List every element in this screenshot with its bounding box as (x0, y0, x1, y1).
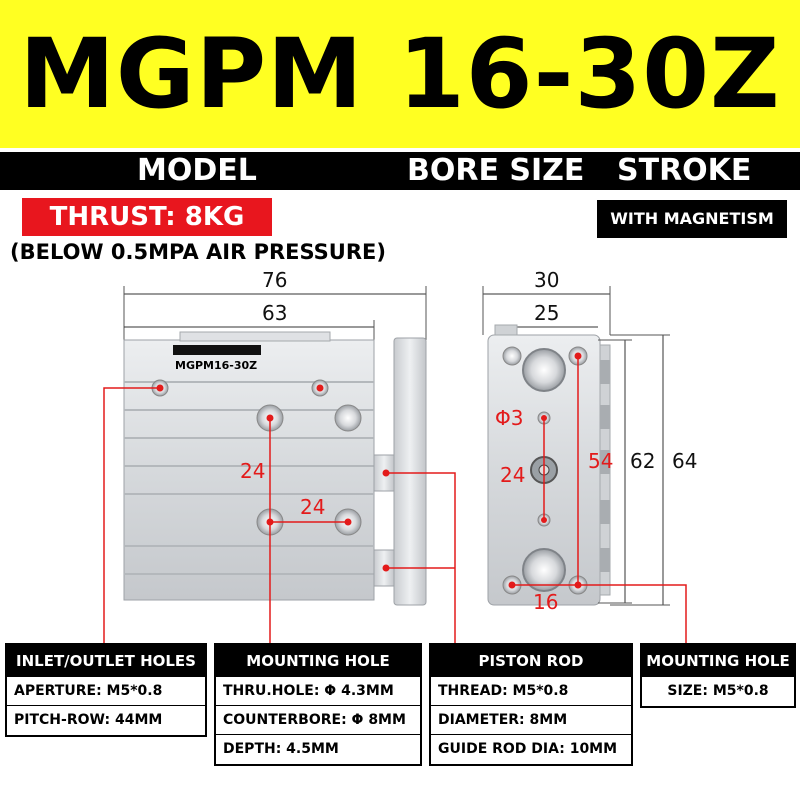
dim-side-width: 30 (534, 268, 559, 292)
dim-height-a: 54 (588, 449, 613, 473)
spec-box-piston-rod: PISTON ROD THREAD: M5*0.8 DIAMETER: 8MM … (429, 643, 633, 766)
dim-hole-dia: Φ3 (495, 406, 523, 430)
label-bar: MODEL BORE SIZE STROKE (0, 152, 800, 190)
part-label-plate (173, 345, 261, 355)
dim-vertical-pitch: 24 (240, 459, 265, 483)
side-view: 30 25 (482, 268, 697, 614)
leader-lines (103, 387, 687, 645)
spec-row: PITCH-ROW: 44MM (14, 712, 163, 728)
part-label-text: MGPM16-30Z (175, 359, 257, 372)
title-banner: MGPM 16-30Z (0, 0, 800, 148)
front-view: 76 63 MGPM16-30Z (123, 268, 427, 606)
dim-overall-length: 76 (262, 268, 287, 292)
spec-row: APERTURE: M5*0.8 (7, 677, 205, 706)
dim-center-pitch: 24 (500, 463, 525, 487)
spec-box-mounting-hole-side: MOUNTING HOLE SIZE: M5*0.8 (640, 643, 796, 708)
spec-row: DIAMETER: 8MM (431, 706, 631, 735)
spec-row: THRU.HOLE: Φ 4.3MM (216, 677, 420, 706)
spec-title: INLET/OUTLET HOLES (7, 645, 205, 677)
dim-horizontal-pitch: 24 (300, 495, 325, 519)
spec-row: GUIDE ROD DIA: 10MM (438, 741, 618, 757)
pressure-note: (BELOW 0.5MPA AIR PRESSURE) (10, 240, 386, 264)
spec-title: MOUNTING HOLE (216, 645, 420, 677)
mounting-hole-top-right (334, 404, 362, 432)
product-title: MGPM 16-30Z (19, 18, 781, 130)
stroke-label: STROKE (617, 153, 752, 188)
dim-height-b: 62 (630, 449, 655, 473)
spec-row: SIZE: M5*0.8 (667, 683, 769, 699)
spec-row: COUNTERBORE: Φ 8MM (216, 706, 420, 735)
spec-row: DEPTH: 4.5MM (223, 741, 339, 757)
guide-rod-top (522, 348, 566, 392)
guide-rod-bottom (522, 548, 566, 592)
model-label: MODEL (137, 153, 257, 188)
body-grooves (124, 381, 374, 575)
spec-row: THREAD: M5*0.8 (431, 677, 631, 706)
spec-title: MOUNTING HOLE (642, 645, 794, 677)
leader-inlet (103, 387, 160, 645)
dim-side-inner-width: 25 (534, 301, 559, 325)
bore-size-label: BORE SIZE (407, 153, 585, 188)
dim-body-length: 63 (262, 301, 287, 325)
magnetism-badge: WITH MAGNETISM (597, 200, 787, 238)
thrust-badge: THRUST: 8KG (22, 198, 272, 236)
dim-bottom-pitch: 16 (533, 590, 558, 614)
dim-height-c: 64 (672, 449, 697, 473)
spec-box-mounting-hole: MOUNTING HOLE THRU.HOLE: Φ 4.3MM COUNTER… (214, 643, 422, 766)
spec-title: PISTON ROD (431, 645, 631, 677)
end-plate (393, 337, 427, 606)
spec-box-inlet-outlet: INLET/OUTLET HOLES APERTURE: M5*0.8 PITC… (5, 643, 207, 737)
leader-mounting-side (578, 584, 687, 645)
leader-piston (386, 472, 456, 645)
